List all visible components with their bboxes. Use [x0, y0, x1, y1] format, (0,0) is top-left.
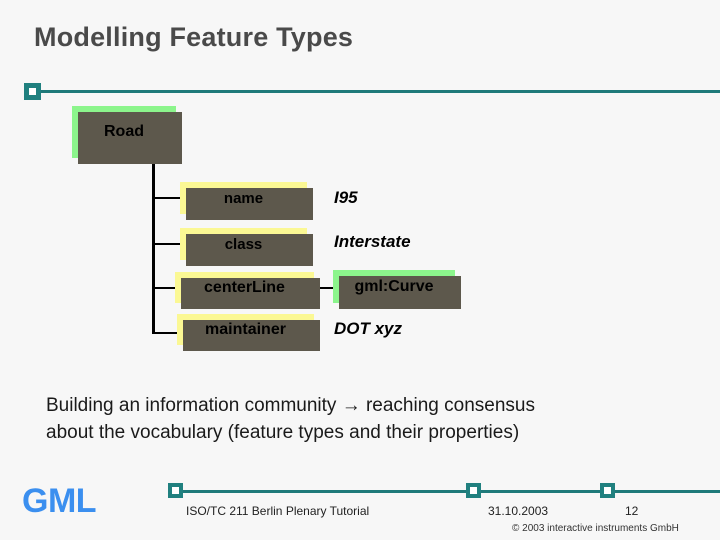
property-value-name: I95: [334, 188, 358, 207]
box-shadow: [186, 234, 313, 266]
property-label: class: [224, 235, 263, 253]
property-label: name: [223, 189, 264, 207]
property-box-class: class: [180, 228, 313, 266]
footer-tutorial-text: ISO/TC 211 Berlin Plenary Tutorial: [186, 504, 370, 518]
type-label: gml:Curve: [354, 277, 434, 295]
footer-page-number: 12: [625, 504, 639, 518]
connector-branch-line: [152, 243, 182, 245]
title-divider: [24, 83, 720, 101]
page-title: Modelling Feature Types: [34, 22, 354, 52]
box-shadow: [181, 278, 320, 309]
feature-type-label: Road: [104, 123, 144, 140]
connector-type-line: [313, 287, 335, 289]
footer-line-segment: [180, 490, 480, 493]
box-shadow: [78, 112, 182, 164]
box-shadow: [186, 188, 313, 220]
connector-branch-line: [152, 287, 178, 289]
footer-square-marker-icon: [466, 483, 481, 498]
property-box-centerline: centerLine: [175, 272, 320, 309]
body-line-1: Building an information community → reac…: [46, 395, 535, 416]
property-box-name: name: [180, 182, 313, 220]
footer-line-segment: [474, 490, 610, 493]
feature-type-diagram: Road name class centerLine maintainer gm…: [72, 106, 461, 351]
body-paragraph: Building an information community → reac…: [46, 392, 686, 446]
property-value-maintainer: DOT xyz: [334, 319, 403, 338]
property-value-class: Interstate: [334, 232, 411, 251]
connector-branch-line: [152, 197, 182, 199]
footer-square-marker-icon: [168, 483, 183, 498]
footer-square-marker-icon: [600, 483, 615, 498]
type-box-gml-curve: gml:Curve: [333, 270, 461, 309]
divider-square-marker-icon: [24, 83, 41, 100]
property-label: maintainer: [205, 320, 286, 338]
feature-type-box-road: Road: [72, 106, 182, 164]
footer-date: 31.10.2003: [488, 504, 549, 518]
box-shadow: [339, 276, 461, 309]
divider-line: [38, 90, 720, 93]
property-box-maintainer: maintainer: [177, 314, 320, 351]
property-label: centerLine: [204, 278, 285, 296]
gml-logo: GML: [22, 482, 97, 520]
connector-trunk-line: [152, 158, 155, 334]
footer-line-segment: [608, 490, 720, 493]
copyright-notice: © 2003 interactive instruments GmbH: [512, 523, 679, 534]
body-line-2: about the vocabulary (feature types and …: [46, 422, 520, 443]
connector-branch-line: [152, 332, 180, 334]
box-shadow: [183, 320, 320, 351]
